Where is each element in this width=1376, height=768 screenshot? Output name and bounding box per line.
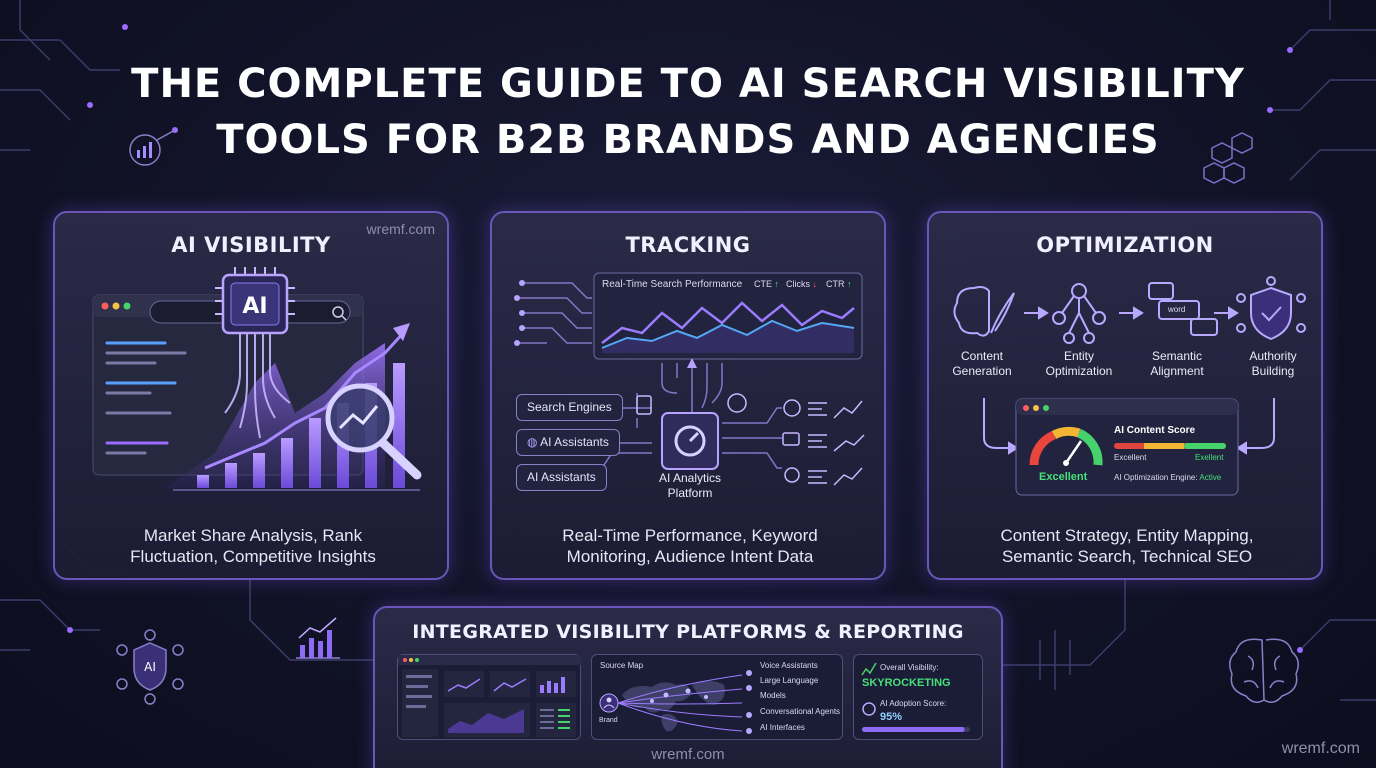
card-tracking: TRACKING (490, 211, 886, 580)
score-right-label: Exellent (1195, 453, 1224, 462)
score-icons (861, 662, 970, 732)
source-ai-assistants-2: AI Assistants (516, 464, 607, 491)
caption-line-2: Fluctuation, Competitive Insights (130, 547, 376, 566)
metric-cte: CTE ↑ (754, 279, 780, 289)
card-caption: Content Strategy, Entity Mapping, Semant… (949, 525, 1305, 567)
brand-label: Brand (599, 717, 618, 724)
source-search-engines: Search Engines (516, 394, 623, 421)
source-map-panel: Source Map Brand Voice Assistants Large … (591, 654, 843, 740)
bottom-title: INTEGRATED VISIBILITY PLATFORMS & REPORT… (412, 621, 964, 643)
brain-icon (953, 286, 990, 337)
corner-watermark: wremf.com (1281, 740, 1360, 757)
globe-icon: ◍ (527, 435, 538, 449)
caption-line-2: Monitoring, Audience Intent Data (566, 547, 814, 566)
source-large-language: Large Language (760, 676, 819, 685)
metric-ctr: CTR ↑ (826, 279, 852, 289)
overall-visibility-label: Overall Visibility: (880, 663, 939, 672)
adoption-progress-fill (862, 727, 965, 732)
source-ai-assistants-1: ◍ AI Assistants (516, 429, 620, 456)
metric-clicks: Clicks ↓ (786, 279, 818, 289)
semantic-bubble-word: word (1168, 305, 1186, 314)
title-line-1: THE COMPLETE GUIDE TO AI SEARCH VISIBILI… (131, 61, 1245, 107)
adoption-score-label: AI Adoption Score: (880, 699, 947, 708)
overall-visibility-value: SKYROCKETING (862, 677, 951, 689)
optimization-illustration (953, 276, 1306, 496)
card-title: AI VISIBILITY (171, 233, 331, 257)
card-caption: Market Share Analysis, Rank Fluctuation,… (75, 525, 431, 567)
brain-icon (1229, 638, 1299, 703)
source-ai-interfaces: AI Interfaces (760, 723, 805, 732)
gauge-label: Excellent (1039, 471, 1088, 483)
title-line-2: TOOLS FOR B2B BRANDS AND AGENCIES (216, 117, 1160, 163)
source-map-title: Source Map (600, 661, 644, 670)
engine-status: AI Optimization Engine: Active (1114, 473, 1222, 482)
bar-chart-icon (296, 617, 340, 659)
world-map (599, 670, 752, 734)
integrated-platforms-panel: INTEGRATED VISIBILITY PLATFORMS & REPORT… (373, 606, 1003, 768)
score-title: AI Content Score (1114, 425, 1196, 436)
ai-shield-label: AI (144, 660, 156, 674)
source-models: Models (760, 691, 786, 700)
page-title: THE COMPLETE GUIDE TO AI SEARCH VISIBILI… (0, 56, 1376, 168)
ai-chip-label: AI (242, 294, 267, 319)
card-title: TRACKING (625, 233, 751, 257)
bottom-watermark: wremf.com (651, 746, 725, 763)
caption-line-1: Content Strategy, Entity Mapping, (1000, 526, 1254, 545)
source-voice-assistants: Voice Assistants (760, 661, 818, 670)
adoption-score-value: 95% (880, 711, 903, 723)
dashboard-panel (397, 654, 582, 740)
card-caption: Real-Time Performance, Keyword Monitorin… (512, 525, 868, 567)
platform-label: AI Analytics Platform (658, 471, 722, 500)
hexagon-cluster-icon (1203, 132, 1253, 184)
watermark: wremf.com (366, 221, 435, 237)
score-left-label: Excellent (1114, 453, 1147, 462)
source-conversational-agents: Conversational Agents (760, 707, 841, 716)
card-title: OPTIMIZATION (1036, 233, 1214, 257)
caption-line-2: Semantic Search, Technical SEO (1001, 547, 1253, 566)
ai-visibility-illustration: AI (92, 267, 422, 491)
card-optimization: OPTIMIZATION (927, 211, 1323, 580)
ai-shield-network-icon (116, 629, 184, 705)
chart-title: Real-Time Search Performance (602, 279, 743, 290)
chart-circle-icon (129, 129, 176, 166)
dashboard-thumbnail (398, 655, 582, 737)
caption-line-1: Real-Time Performance, Keyword (562, 526, 818, 545)
caption-line-1: Market Share Analysis, Rank (143, 526, 363, 545)
card-ai-visibility: AI VISIBILITY wremf.com (53, 211, 449, 580)
visibility-score-panel: Overall Visibility: SKYROCKETING AI Adop… (853, 654, 983, 740)
